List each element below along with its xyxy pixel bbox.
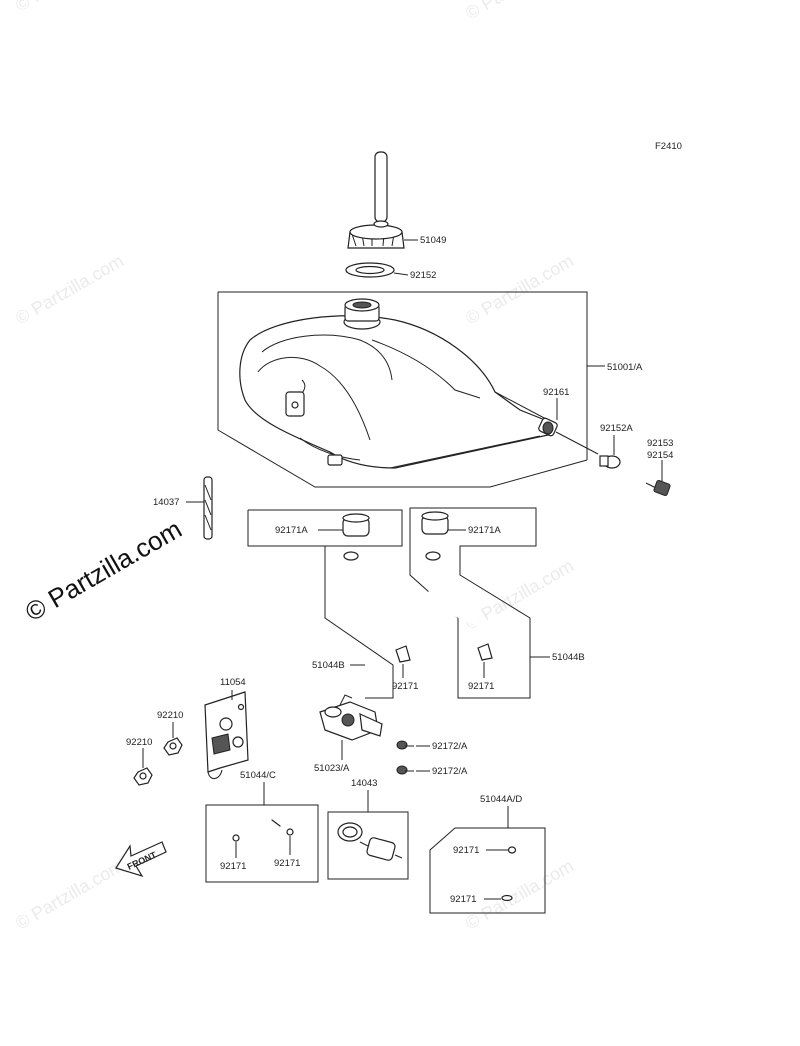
- label-hose-c: 51044/C: [240, 770, 276, 781]
- label-hose-ad: 51044A/D: [480, 794, 522, 805]
- bracket[interactable]: [204, 691, 249, 779]
- label-clip-left: 92171: [392, 681, 418, 692]
- tank-plug[interactable]: [538, 417, 558, 437]
- label-tank: 51001/A: [607, 362, 643, 373]
- screw-a[interactable]: [396, 740, 414, 750]
- watermark-3: © Partzilla.com: [12, 250, 127, 328]
- label-hose-right: 51044B: [552, 652, 585, 663]
- nut-a[interactable]: [163, 737, 183, 756]
- label-breather: 14037: [153, 497, 179, 508]
- label-clip-c-left: 92171: [220, 861, 246, 872]
- bolt[interactable]: [645, 480, 671, 496]
- breather-tube[interactable]: [203, 476, 213, 540]
- watermark-2: © Partzilla.com: [462, 0, 577, 23]
- label-bracket: 11054: [220, 677, 246, 688]
- watermark-4: © Partzilla.com: [462, 250, 577, 328]
- label-clip-ad-top: 92171: [453, 845, 479, 856]
- nut-b[interactable]: [133, 767, 153, 786]
- watermark-1: © Partzilla.com: [12, 0, 127, 15]
- label-nut-b: 92210: [126, 737, 152, 748]
- hose-c[interactable]: [232, 818, 294, 842]
- label-cap: 51049: [420, 235, 446, 246]
- label-clip-right: 92171: [468, 681, 494, 692]
- label-clamp-right: 92171A: [468, 525, 501, 536]
- label-fuel-cock: 51023/A: [314, 763, 350, 774]
- fuel-cap[interactable]: [347, 151, 405, 249]
- label-clip-c-right: 92171: [274, 858, 300, 869]
- hose-c-outline: [205, 804, 319, 883]
- plug-washer[interactable]: [599, 455, 621, 469]
- label-tank-plug: 92161: [543, 387, 569, 398]
- label-filter: 14043: [351, 778, 377, 789]
- figure-code: F2410: [655, 141, 682, 152]
- screw-b[interactable]: [396, 765, 414, 775]
- label-plug-washer: 92152A: [600, 423, 633, 434]
- cap-gasket[interactable]: [345, 262, 395, 278]
- hose-left[interactable]: [342, 513, 436, 659]
- fuel-filter[interactable]: [337, 822, 403, 861]
- label-cap-gasket: 92152: [410, 270, 436, 281]
- hose-ad[interactable]: [501, 846, 525, 902]
- hose-right[interactable]: [421, 511, 517, 655]
- clip-left[interactable]: [395, 645, 411, 663]
- label-bolt-b: 92154: [647, 450, 673, 461]
- tank-group-outline: [217, 291, 588, 488]
- label-screw-b: 92172/A: [432, 766, 468, 777]
- front-arrow-icon: FRONT: [115, 841, 167, 878]
- hose-ad-outline: [429, 827, 546, 914]
- label-nut-a: 92210: [157, 710, 183, 721]
- label-clamp-left: 92171A: [275, 525, 308, 536]
- hose-left-outline: [248, 509, 403, 699]
- label-clip-ad-bottom: 92171: [450, 894, 476, 905]
- clip-right[interactable]: [477, 643, 493, 661]
- watermark-6: © Partzilla.com: [12, 855, 127, 933]
- fuel-cock[interactable]: [319, 694, 383, 741]
- label-bolt-a: 92153: [647, 438, 673, 449]
- watermark-main: © Partzilla.com: [20, 514, 187, 628]
- label-screw-a: 92172/A: [432, 741, 468, 752]
- label-hose-left: 51044B: [312, 660, 345, 671]
- fuel-tank[interactable]: [239, 298, 549, 469]
